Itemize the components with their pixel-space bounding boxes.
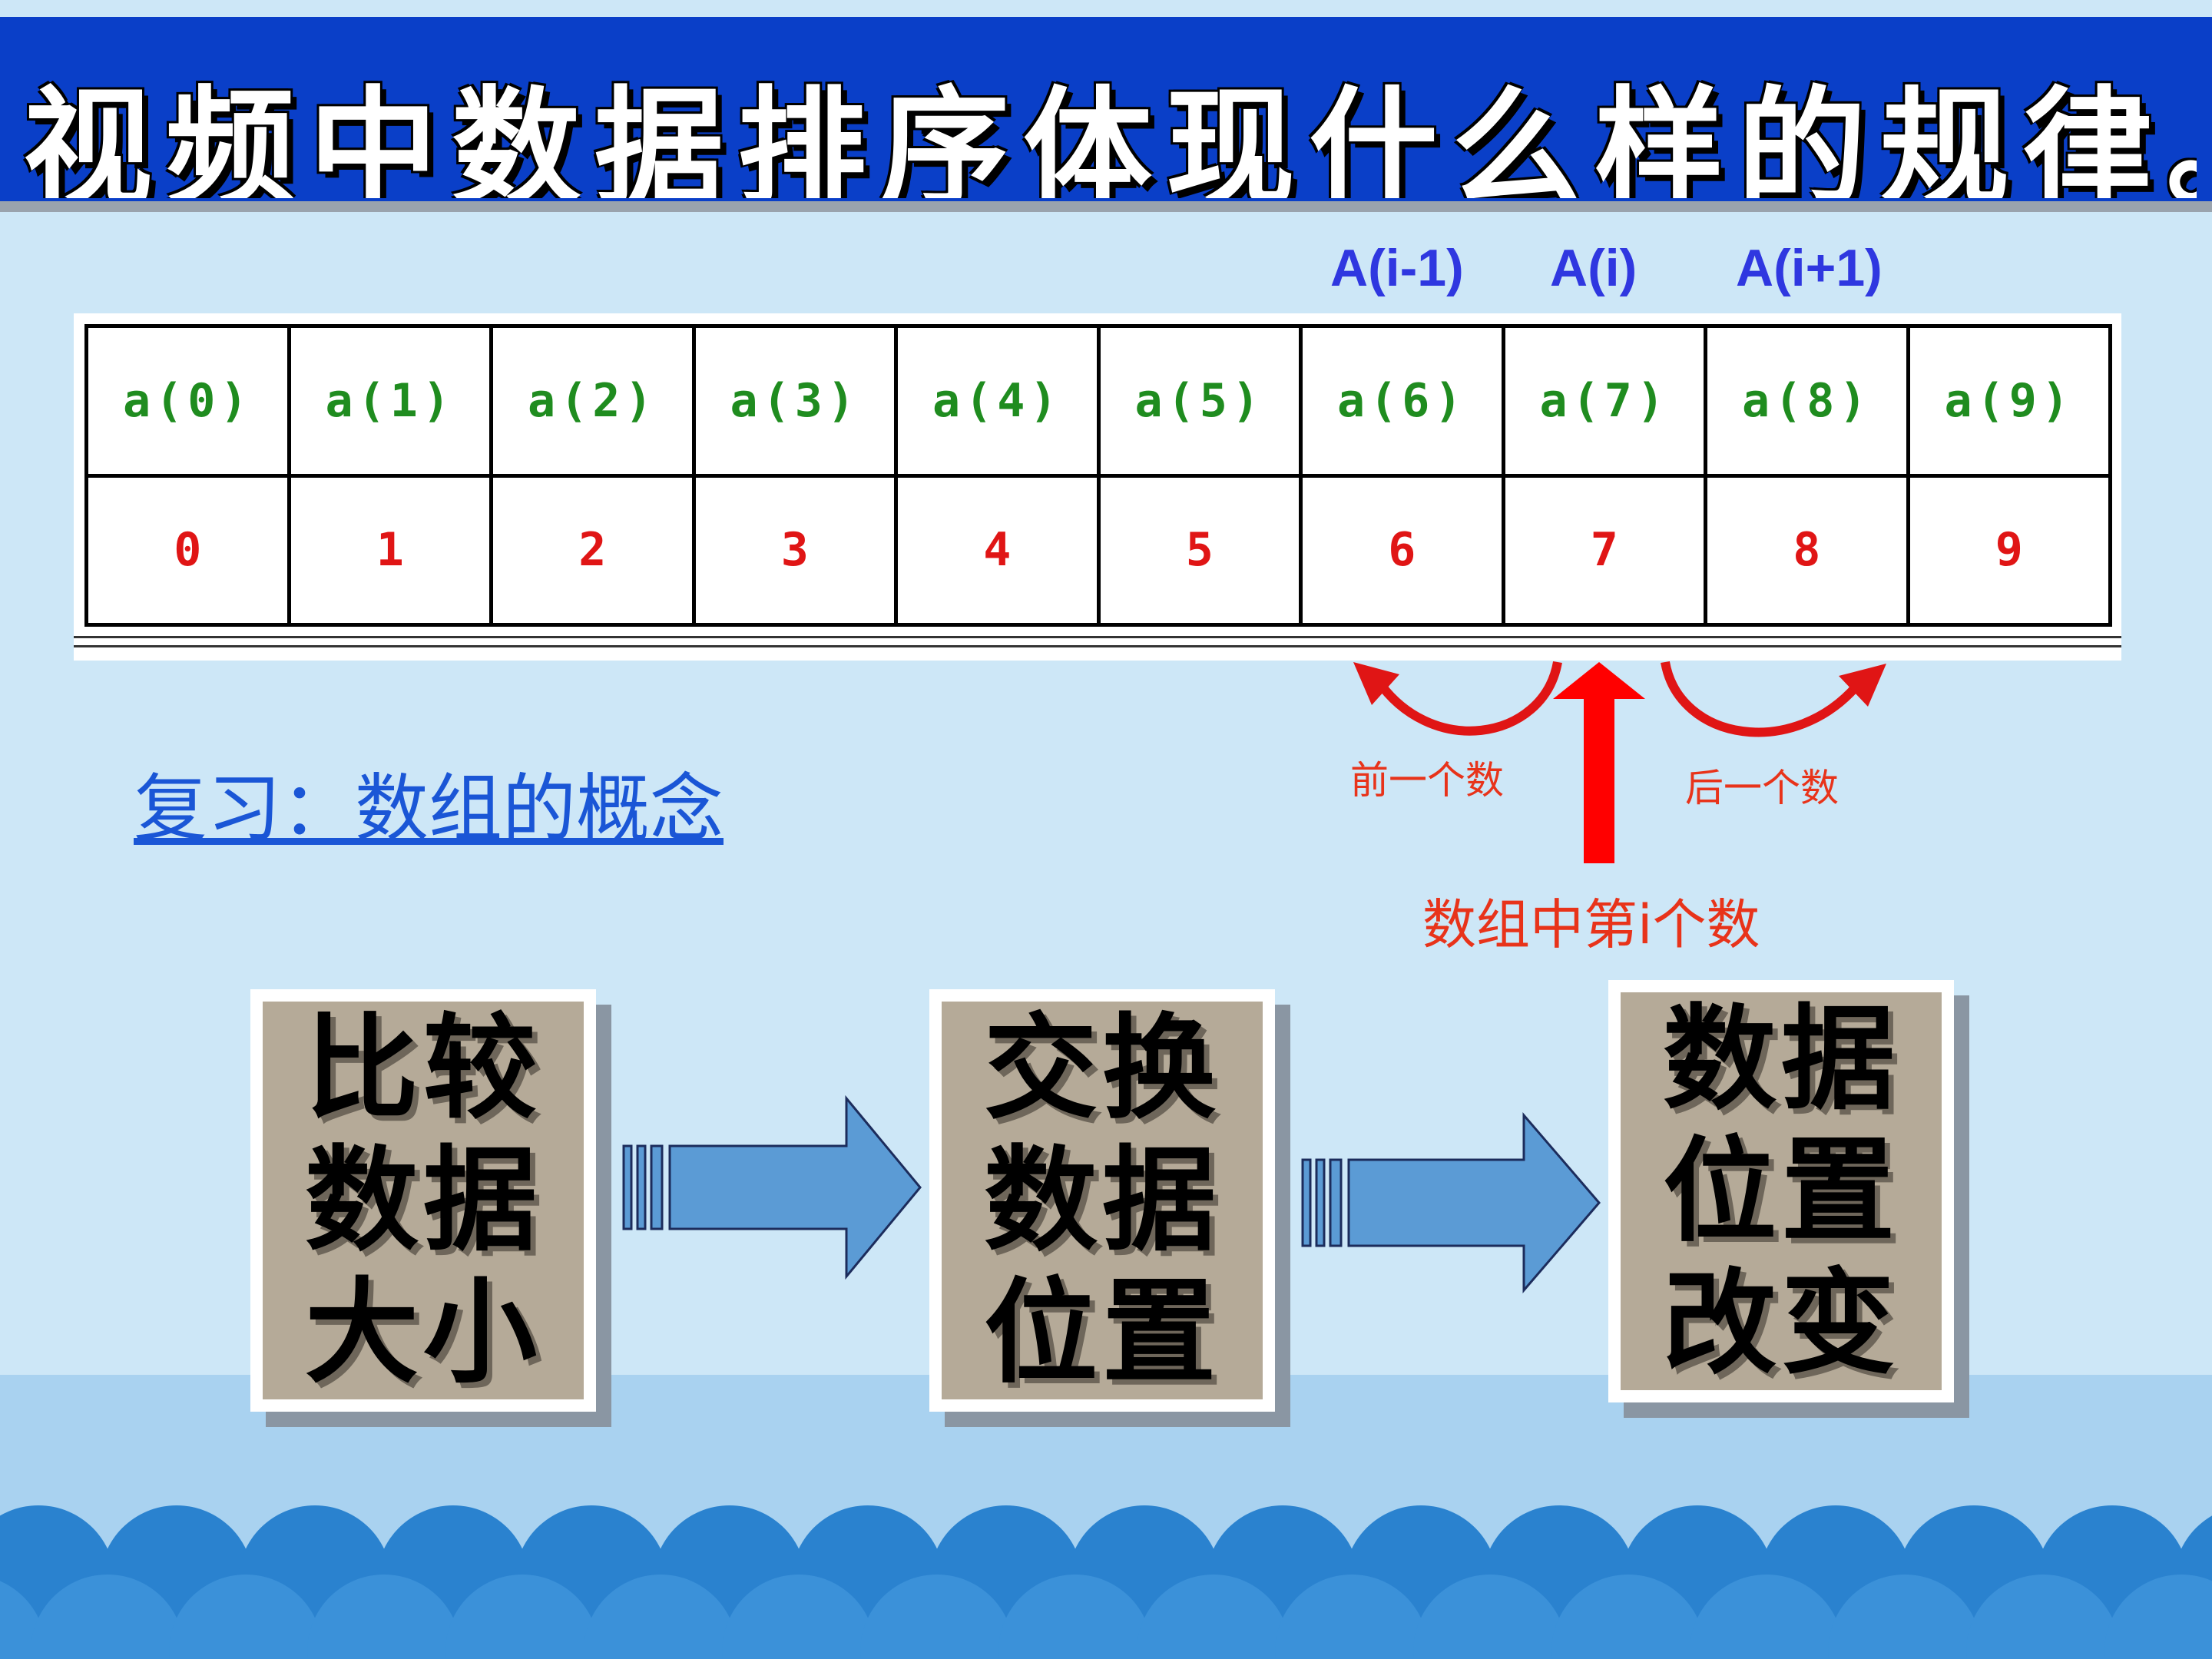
array-name-cell: a(9) bbox=[1906, 324, 2112, 478]
table-divider bbox=[74, 645, 2121, 647]
array-value-cell: 4 bbox=[894, 473, 1101, 627]
array-value-cell: 8 bbox=[1704, 473, 1910, 627]
curved-arrow-next bbox=[1661, 661, 1863, 737]
title-bar: 视频中数据排序体现什么样的规律。 bbox=[0, 17, 2212, 212]
next-number-label: 后一个数 bbox=[1685, 766, 1839, 810]
array-value-cell: 5 bbox=[1096, 473, 1303, 627]
flow-arrow-1-stripe bbox=[622, 1144, 633, 1230]
step-card-line: 位置 bbox=[1663, 1125, 1899, 1257]
curved-arrow-prev bbox=[1370, 661, 1562, 736]
array-value-cell: 3 bbox=[691, 473, 898, 627]
curved-arrow-prev-head bbox=[1353, 662, 1399, 705]
wave-scallop bbox=[1828, 1575, 1982, 1659]
flow-arrow-2-body bbox=[1347, 1111, 1601, 1294]
wave-scallop bbox=[31, 1575, 184, 1659]
current-element-label: 数组中第i个数 bbox=[1422, 893, 1760, 956]
step-card-line: 数据 bbox=[305, 1134, 541, 1267]
step-card-swap: 交换 数据 位置 bbox=[929, 989, 1275, 1412]
array-name-cell: a(7) bbox=[1501, 324, 1707, 478]
wave-scallop bbox=[998, 1575, 1152, 1659]
wave-scallop bbox=[860, 1575, 1014, 1659]
array-name-cell: a(4) bbox=[894, 324, 1101, 478]
step-card-swap-inner: 交换 数据 位置 bbox=[942, 1002, 1263, 1399]
previous-number-label: 前一个数 bbox=[1350, 758, 1504, 803]
array-value-cell: 7 bbox=[1501, 473, 1707, 627]
flow-arrow-2 bbox=[1301, 1111, 1601, 1294]
array-table-panel: a(0) a(1) a(2) a(3) a(4) a(5) a(6) a(7) … bbox=[74, 313, 2121, 661]
step-card-compare-inner: 比较 数据 大小 bbox=[263, 1002, 584, 1399]
wave-scallop bbox=[1551, 1575, 1705, 1659]
step-card-line: 改变 bbox=[1663, 1257, 1899, 1389]
wave-scallop bbox=[445, 1575, 599, 1659]
curved-arrow-next-head bbox=[1839, 664, 1886, 707]
wave-scallop bbox=[1690, 1575, 1843, 1659]
wave-scallop bbox=[307, 1575, 461, 1659]
wave-scallop bbox=[1275, 1575, 1429, 1659]
array-value-cell: 2 bbox=[489, 473, 696, 627]
index-label-prev: A(i-1) bbox=[1330, 239, 1464, 297]
table-divider bbox=[74, 636, 2121, 638]
array-value-cell: 1 bbox=[286, 473, 493, 627]
array-name-cell: a(6) bbox=[1299, 324, 1505, 478]
flow-arrow-1-body bbox=[668, 1094, 922, 1280]
flow-arrow-2-stripe bbox=[1301, 1158, 1312, 1247]
wave-scallop bbox=[1137, 1575, 1290, 1659]
up-arrow-head bbox=[1553, 662, 1645, 699]
flow-arrow-1-stripe bbox=[636, 1144, 647, 1230]
array-name-row: a(0) a(1) a(2) a(3) a(4) a(5) a(6) a(7) … bbox=[84, 324, 2112, 478]
flow-arrow-1-stripe bbox=[650, 1144, 664, 1230]
array-table: a(0) a(1) a(2) a(3) a(4) a(5) a(6) a(7) … bbox=[84, 324, 2112, 627]
wave-scallop bbox=[2104, 1575, 2212, 1659]
array-value-cell: 9 bbox=[1906, 473, 2112, 627]
slide-title: 视频中数据排序体现什么样的规律。 bbox=[23, 72, 2197, 198]
step-card-line: 大小 bbox=[305, 1267, 541, 1399]
step-card-result: 数据 位置 改变 bbox=[1608, 980, 1954, 1402]
step-card-compare: 比较 数据 大小 bbox=[250, 989, 596, 1412]
wave-scallop bbox=[722, 1575, 876, 1659]
array-name-cell: a(0) bbox=[84, 324, 291, 478]
wave-scallop bbox=[1413, 1575, 1567, 1659]
array-name-cell: a(1) bbox=[286, 324, 493, 478]
step-card-result-inner: 数据 位置 改变 bbox=[1621, 992, 1942, 1390]
up-arrow-shaft bbox=[1584, 696, 1614, 863]
flow-arrow-2-stripe bbox=[1329, 1158, 1343, 1247]
array-value-cell: 0 bbox=[84, 473, 291, 627]
wave-scallop bbox=[169, 1575, 323, 1659]
step-card-line: 数据 bbox=[1663, 993, 1899, 1125]
array-value-cell: 6 bbox=[1299, 473, 1505, 627]
array-name-cell: a(2) bbox=[489, 324, 696, 478]
array-name-cell: a(3) bbox=[691, 324, 898, 478]
index-label-next: A(i+1) bbox=[1736, 239, 1883, 297]
flow-arrow-1 bbox=[622, 1094, 922, 1280]
wave-scallop bbox=[1966, 1575, 2120, 1659]
step-card-line: 比较 bbox=[305, 1002, 541, 1134]
array-name-cell: a(5) bbox=[1096, 324, 1303, 478]
step-card-line: 位置 bbox=[984, 1267, 1220, 1399]
index-label-current: A(i) bbox=[1550, 239, 1637, 297]
step-card-line: 交换 bbox=[984, 1002, 1220, 1134]
array-value-row: 0 1 2 3 4 5 6 7 8 9 bbox=[84, 473, 2112, 627]
flow-arrow-2-stripe bbox=[1315, 1158, 1326, 1247]
wave-decoration bbox=[0, 1505, 2212, 1659]
array-name-cell: a(8) bbox=[1704, 324, 1910, 478]
step-card-line: 数据 bbox=[984, 1134, 1220, 1267]
wave-scallop bbox=[584, 1575, 737, 1659]
review-link[interactable]: 复习：数组的概念 bbox=[134, 766, 724, 852]
